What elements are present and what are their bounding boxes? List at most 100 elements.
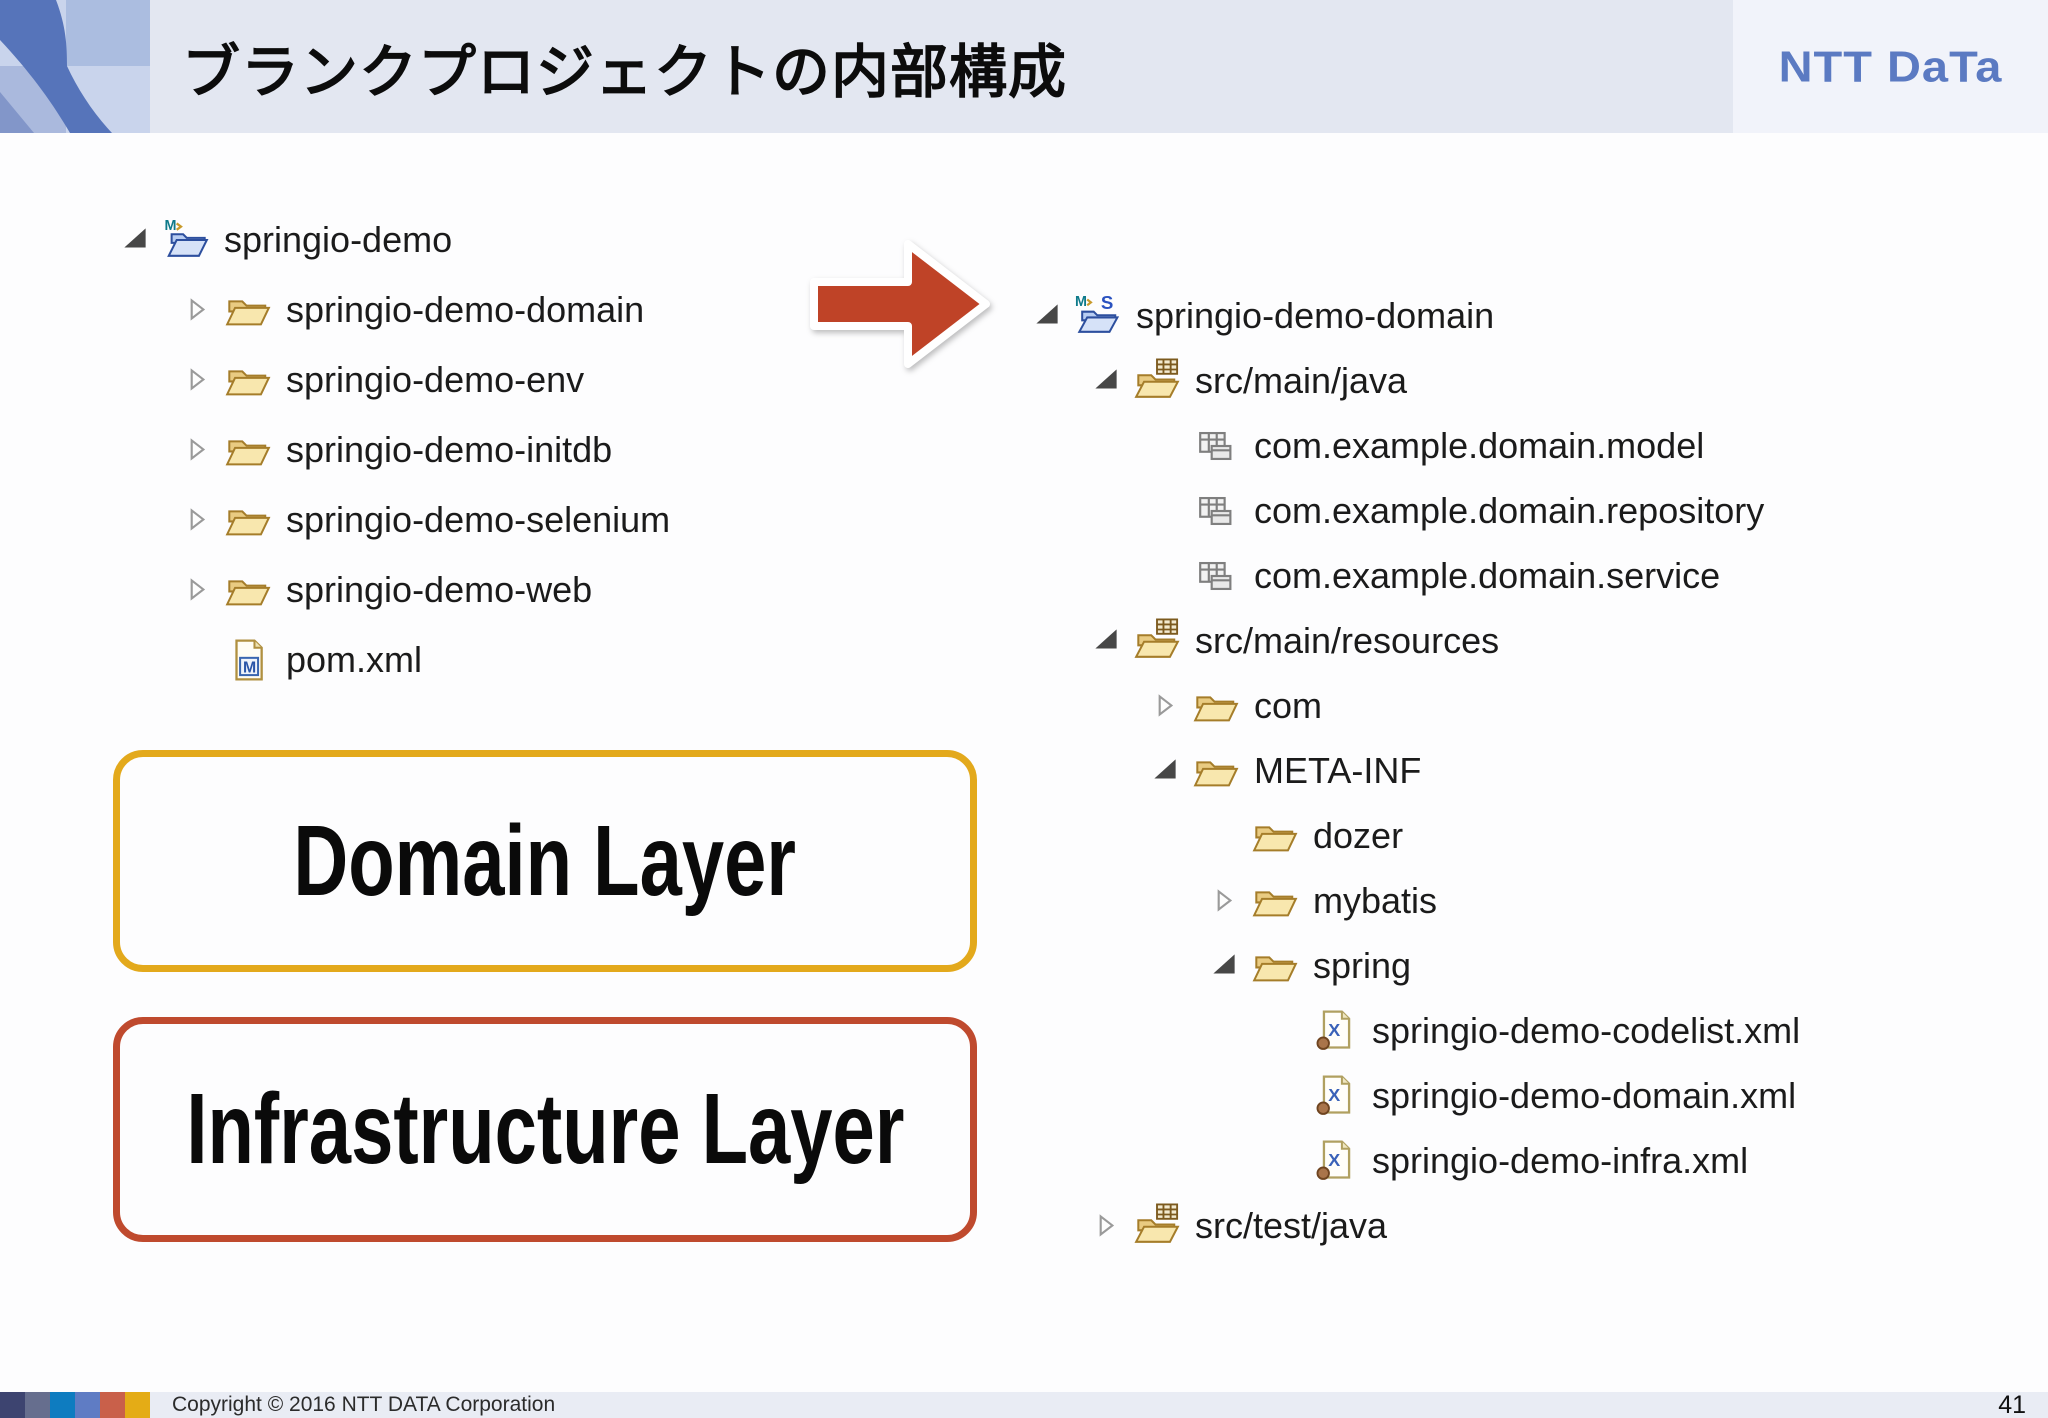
footer-color-square [50,1392,75,1418]
svg-text:S: S [1101,293,1113,313]
xml-file-icon: X [1311,1073,1357,1119]
svg-text:M: M [164,218,176,234]
twistie-collapsed-icon[interactable] [180,433,214,467]
package-icon [1193,423,1239,469]
tree-item-label: spring [1313,944,1412,986]
tree-item-label: springio-demo-codelist.xml [1372,1009,1801,1051]
svg-text:M: M [243,660,256,677]
tree-item-label: dozer [1313,814,1404,856]
tree-row[interactable]: springio-demo-selenium [95,485,670,555]
domain-layer-label: Domain Layer [293,804,797,917]
twistie-expanded-icon[interactable] [1089,364,1123,398]
twistie-collapsed-icon[interactable] [180,293,214,327]
tree-item-label: springio-demo-domain [286,289,645,330]
open-folder-icon [225,567,271,613]
xml-file-icon: X [1311,1138,1357,1184]
svg-text:X: X [1328,1150,1340,1170]
twistie-expanded-icon[interactable] [1207,949,1241,983]
open-folder-icon [225,497,271,543]
package-icon [1193,488,1239,534]
xml-file-icon: X [1311,1008,1357,1054]
open-folder-icon [1193,683,1239,729]
tree-item-label: com [1254,684,1323,726]
tree-row[interactable]: mybatis [995,868,1437,933]
open-folder-icon [1193,748,1239,794]
footer-color-squares [0,1392,150,1418]
twistie-collapsed-icon[interactable] [1089,1209,1123,1243]
tree-row[interactable]: com.example.domain.repository [995,478,1764,543]
tree-item-label: springio-demo-domain [1136,294,1495,336]
footer-bar: Copyright © 2016 NTT DATA Corporation 41 [0,1391,2048,1418]
svg-text:X: X [1328,1085,1340,1105]
twistie-collapsed-icon[interactable] [180,503,214,537]
tree-item-label: springio-demo-env [286,359,585,400]
twistie-spacer [1266,1079,1300,1113]
tree-row[interactable]: com.example.domain.service [995,543,1720,608]
footer-color-square [100,1392,125,1418]
tree-row[interactable]: dozer [995,803,1403,868]
tree-item-label: META-INF [1254,749,1422,791]
twistie-spacer [1148,559,1182,593]
footer-color-square [25,1392,50,1418]
tree-item-label: springio-demo-domain.xml [1372,1074,1797,1116]
twistie-collapsed-icon[interactable] [1148,689,1182,723]
footer-color-square [75,1392,100,1418]
open-folder-icon [225,427,271,473]
twistie-expanded-icon[interactable] [1148,754,1182,788]
tree-row[interactable]: springio-demo-domain [95,275,644,345]
copyright-text: Copyright © 2016 NTT DATA Corporation [172,1393,556,1416]
source-folder-icon [1134,358,1180,404]
logo-panel: NTT DaTa [1733,0,2048,133]
tree-row[interactable]: src/test/java [995,1193,1387,1247]
corner-mosaic-decoration [0,0,150,133]
twistie-spacer [1148,494,1182,528]
tree-item-label: mybatis [1313,879,1438,921]
twistie-expanded-icon[interactable] [118,223,152,257]
tree-row[interactable]: com [995,673,1322,738]
source-folder-icon [1134,618,1180,664]
maven-pom-file-icon: M [225,637,271,683]
tree-row[interactable]: src/main/java [995,348,1407,413]
tree-item-label: pom.xml [286,639,423,680]
svg-text:X: X [1328,1020,1340,1040]
header-band: ブランクプロジェクトの内部構成 NTT DaTa [0,0,2048,133]
twistie-collapsed-icon[interactable] [180,363,214,397]
tree-row[interactable]: src/main/resources [995,608,1499,673]
tree-row[interactable]: spring [995,933,1411,998]
footer-color-square [0,1392,25,1418]
twistie-expanded-icon[interactable] [1030,299,1064,333]
twistie-spacer [180,643,214,677]
tree-row[interactable]: META-INF [995,738,1421,803]
svg-text:M: M [1075,293,1087,309]
tree-item-label: springio-demo-infra.xml [1372,1139,1749,1181]
tree-item-label: com.example.domain.repository [1254,489,1765,531]
tree-row[interactable]: springio-demo-initdb [95,415,612,485]
right-arrow-icon [810,240,990,368]
tree-item-label: com.example.domain.model [1254,424,1705,466]
footer-color-square [125,1392,150,1418]
twistie-collapsed-icon[interactable] [1207,884,1241,918]
twistie-expanded-icon[interactable] [1089,624,1123,658]
infrastructure-layer-box: Infrastructure Layer [113,1017,977,1242]
open-folder-icon [1252,878,1298,924]
open-folder-icon [225,357,271,403]
tree-row[interactable]: springio-demo-web [95,555,592,625]
tree-item-label: springio-demo-selenium [286,499,671,540]
open-folder-icon [225,287,271,333]
domain-layer-box: Domain Layer [113,750,977,972]
twistie-collapsed-icon[interactable] [180,573,214,607]
tree-item-label: springio-demo [224,219,453,260]
tree-row[interactable]: com.example.domain.model [995,413,1704,478]
tree-row[interactable]: springio-demo-env [95,345,584,415]
package-icon [1193,553,1239,599]
infrastructure-layer-label: Infrastructure Layer [185,1073,905,1185]
open-folder-icon [1252,813,1298,859]
